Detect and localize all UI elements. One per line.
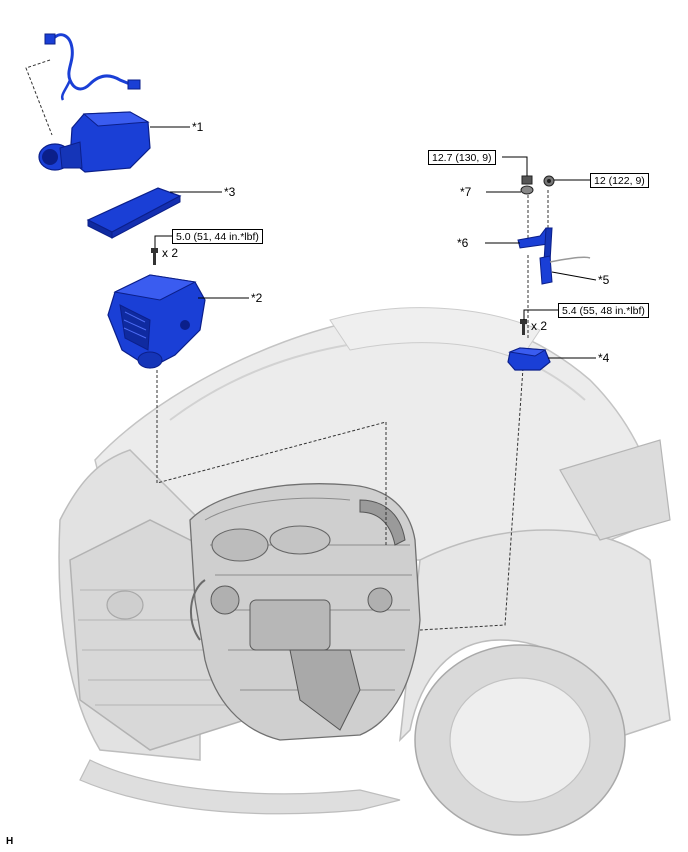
engine-assembly — [189, 483, 421, 741]
callout-label-6: *6 — [457, 236, 469, 250]
quantity-air-case-bolt: x 2 — [162, 246, 179, 260]
quantity-sensor-bolt: x 2 — [531, 319, 548, 333]
callout-label-7: *7 — [460, 185, 472, 199]
callout-leaders — [150, 126, 597, 359]
part-sensor-harness — [539, 255, 591, 285]
callout-label-3: *3 — [224, 185, 236, 199]
part-nut-right — [543, 175, 555, 187]
torque-spec-sensor-bolt: 5.4 (55, 48 in.*lbf) — [558, 303, 649, 318]
part-air-cleaner-cap — [38, 111, 151, 173]
torque-spec-nut-right: 12 (122, 9) — [590, 173, 649, 188]
callout-label-2: *2 — [251, 291, 263, 305]
part-washer — [520, 185, 534, 195]
part-wire-harness — [44, 33, 141, 101]
part-bolt-sensor — [520, 319, 527, 335]
dashed-leaders — [25, 59, 549, 631]
figure-code: H — [6, 836, 14, 847]
part-bolt-air-case — [151, 248, 158, 265]
callout-label-1: *1 — [192, 120, 204, 134]
callout-label-5: *5 — [598, 273, 610, 287]
part-air-cleaner-case — [107, 274, 206, 369]
part-air-filter-element — [86, 187, 182, 239]
torque-spec-air-case-bolt: 5.0 (51, 44 in.*lbf) — [172, 229, 263, 244]
callout-label-4: *4 — [598, 351, 610, 365]
torque-spec-nut-top: 12.7 (130, 9) — [428, 150, 496, 165]
part-sensor — [507, 347, 551, 371]
part-nut-top — [521, 175, 533, 185]
